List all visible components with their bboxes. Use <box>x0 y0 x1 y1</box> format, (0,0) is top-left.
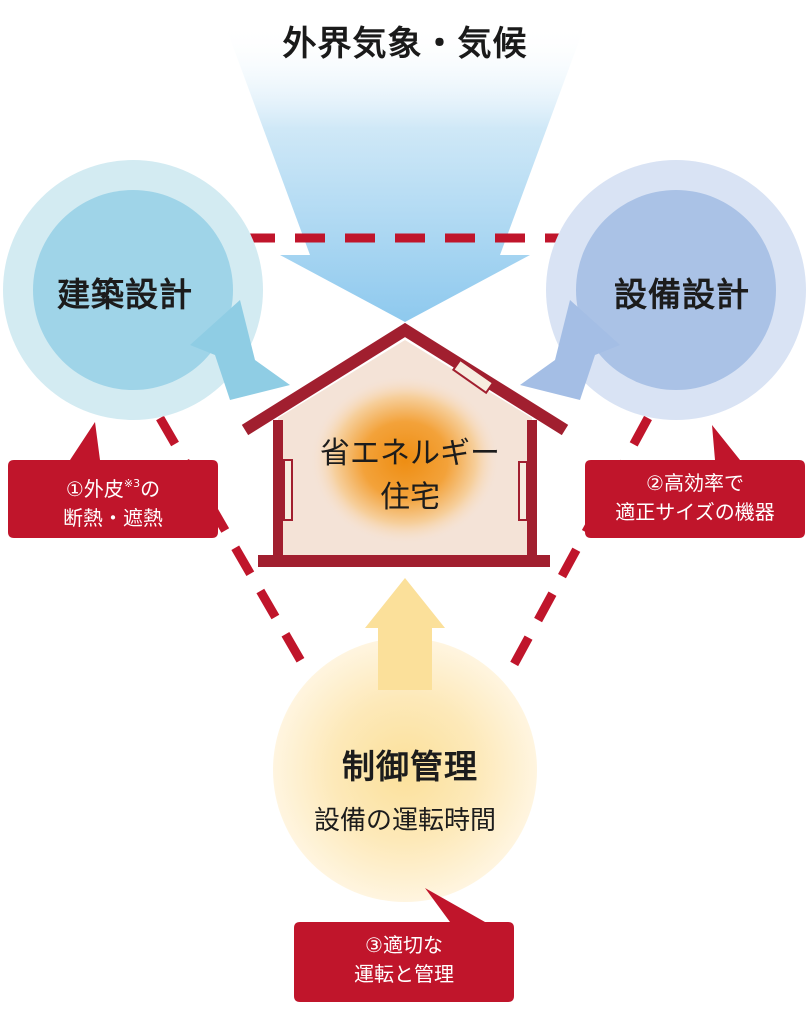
architecture-design-circle <box>3 160 290 420</box>
operating-hours-label: 設備の運転時間 <box>313 806 496 836</box>
tag-efficient-equipment: ②高効率で 適正サイズの機器 <box>585 469 805 527</box>
control-management-circle <box>273 578 537 902</box>
energy-glow <box>310 375 500 545</box>
tag-left-line1: ①外皮※3の <box>8 469 218 504</box>
tag-operation-management: ③適切な 運転と管理 <box>294 931 514 989</box>
tag-left-tail: の <box>140 477 161 501</box>
weather-arrow <box>225 25 585 322</box>
diagram-title: 外界気象・気候 <box>282 24 528 64</box>
tag-envelope-insulation: ①外皮※3の 断熱・遮熱 <box>8 469 218 533</box>
left-arrow <box>190 300 290 400</box>
dashed-connectors <box>156 233 652 671</box>
tag-right-shape <box>585 425 805 538</box>
window-roof <box>451 358 495 395</box>
footnote-ref: ※3 <box>123 477 141 490</box>
tag-left-shape <box>8 422 218 538</box>
control-management-label: 制御管理 <box>342 747 478 786</box>
house-label-line2: 住宅 <box>380 480 440 515</box>
equipment-design-label: 設備設計 <box>614 275 750 314</box>
equipment-design-circle <box>520 160 806 420</box>
tag-left-main: ①外皮 <box>65 477 124 501</box>
tag-left-line2: 断熱・遮熱 <box>63 506 163 530</box>
up-arrow <box>365 578 445 690</box>
tag-bottom-line2: 運転と管理 <box>354 962 454 986</box>
tag-bottom-line1: ③適切な <box>365 933 443 957</box>
window-right <box>518 461 528 521</box>
right-arrow <box>520 300 620 400</box>
tag-bottom-shape <box>294 888 514 1002</box>
tag-right-line1: ②高効率で <box>646 471 744 495</box>
tag-right-line2: 適正サイズの機器 <box>615 500 775 524</box>
house-label-line1: 省エネルギー <box>320 436 500 471</box>
house-illustration <box>241 322 569 567</box>
window-left <box>283 459 293 521</box>
architecture-design-label: 建築設計 <box>57 275 193 314</box>
